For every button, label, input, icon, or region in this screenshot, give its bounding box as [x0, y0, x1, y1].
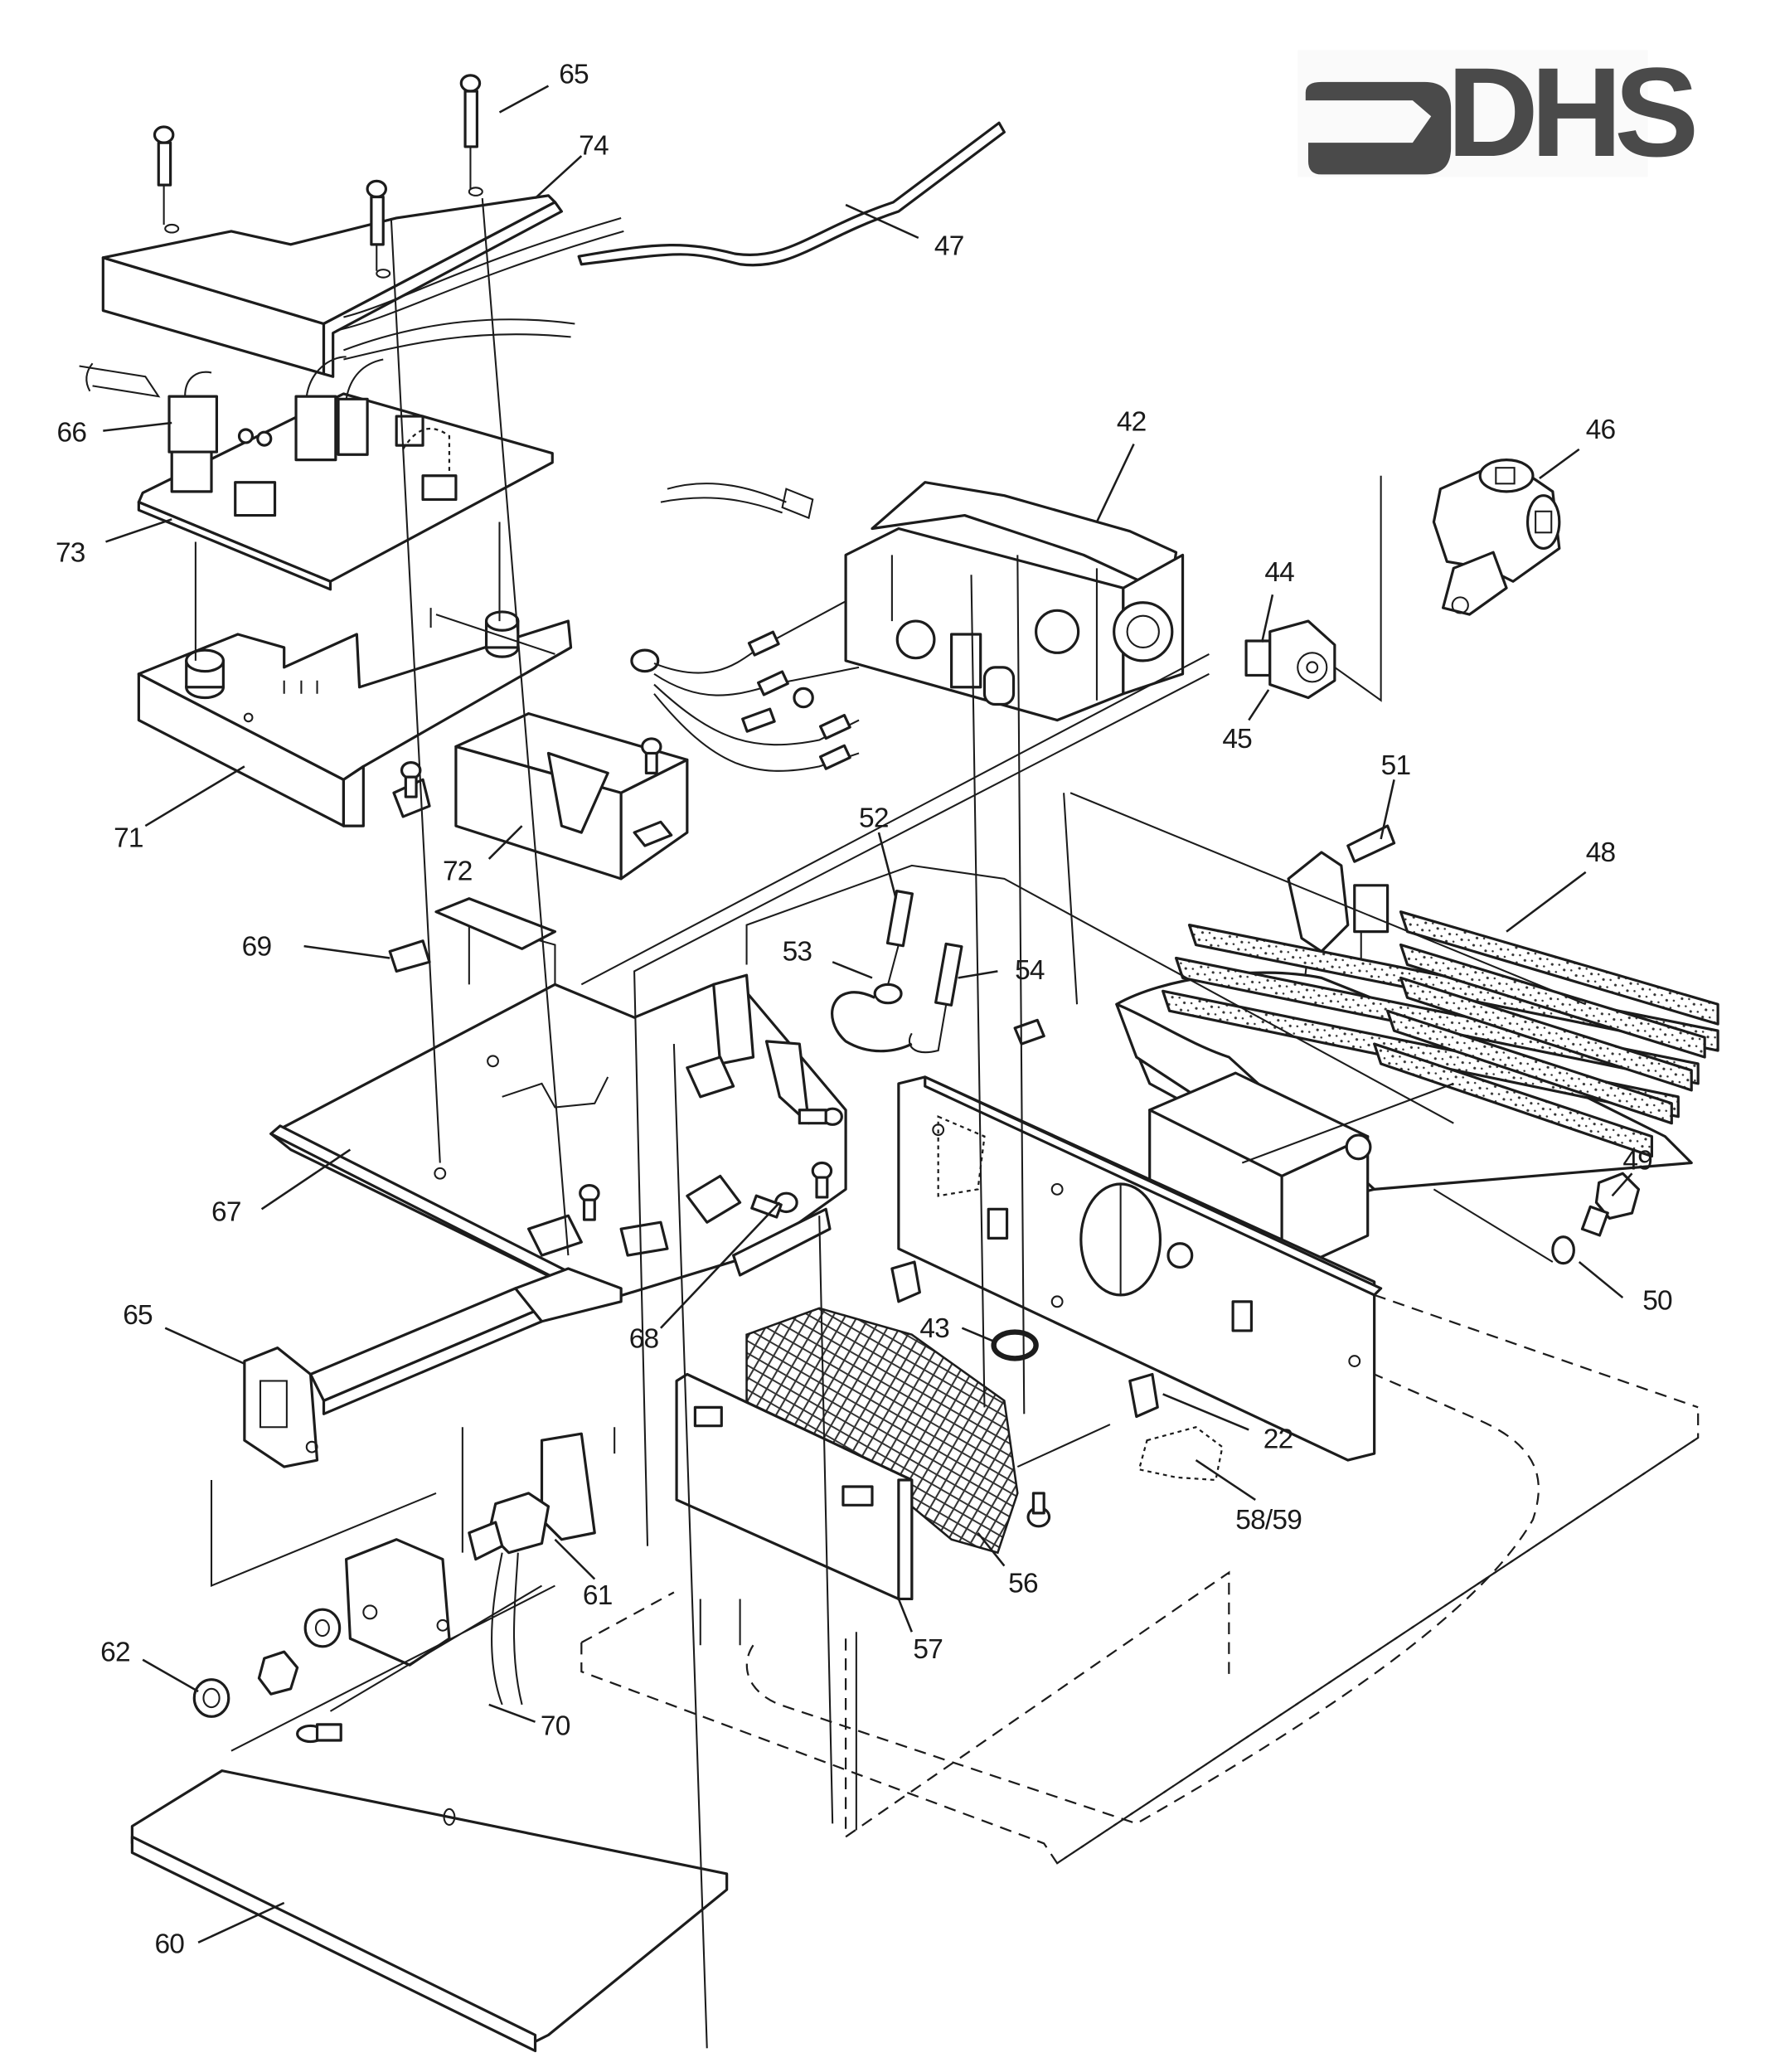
- logo-text: DHS: [1447, 41, 1695, 183]
- control-cover-72: [392, 712, 689, 881]
- label-48: 48: [1586, 837, 1616, 868]
- burner-assembly: [1115, 910, 1719, 1197]
- label-44: 44: [1264, 557, 1294, 588]
- switch-assembly: [345, 1432, 596, 1706]
- control-box-cover: [101, 187, 564, 378]
- valve-wiring-harness: [630, 600, 860, 772]
- screws-65-top: [153, 74, 482, 271]
- union-nut-44-45: [1244, 619, 1336, 700]
- label-51: 51: [1381, 750, 1411, 781]
- label-22: 22: [1263, 1424, 1293, 1455]
- pcb-assembly: [137, 356, 554, 591]
- label-60: 60: [154, 1929, 184, 1960]
- label-47: 47: [934, 231, 964, 262]
- dhs-logo: DHS: [1297, 41, 1703, 183]
- label-71: 71: [114, 823, 143, 854]
- label-65-bottom: 65: [123, 1300, 153, 1331]
- screws-67: [388, 939, 843, 1221]
- label-73: 73: [56, 537, 85, 568]
- screw-icon: [366, 179, 388, 246]
- logo-arrow-icon: [1305, 81, 1452, 175]
- burner-bars: [1162, 910, 1719, 1158]
- screw-bottom: [1016, 1424, 1111, 1528]
- bracket-65-lower: [243, 1267, 623, 1468]
- label-62: 62: [100, 1637, 130, 1667]
- chassis-plate-67: [269, 897, 847, 1303]
- knob-62-and-nut: [192, 1608, 342, 1744]
- assembly-guide-lines: [194, 197, 1587, 2049]
- o-ring-43: [991, 1329, 1039, 1361]
- capillary-tube: [79, 121, 1006, 398]
- label-49: 49: [1622, 1145, 1652, 1176]
- label-69: 69: [242, 931, 272, 962]
- leader-lines: [103, 85, 1633, 1943]
- screw-icon: [459, 74, 482, 148]
- screw-icon: [153, 125, 175, 187]
- front-plate-57: [675, 1372, 914, 1601]
- label-72: 72: [443, 856, 473, 886]
- label-42: 42: [1117, 407, 1147, 438]
- label-45: 45: [1222, 724, 1252, 755]
- label-65-top: 65: [559, 59, 589, 90]
- part-labels: 65 74 47 66 73 42 46 44 45 71 72 51 48 5…: [56, 59, 1673, 1960]
- control-box-base: [137, 608, 573, 827]
- label-50: 50: [1642, 1285, 1672, 1316]
- gas-valve: [660, 481, 1185, 722]
- label-43: 43: [919, 1313, 949, 1344]
- label-58-59: 58/59: [1235, 1505, 1302, 1536]
- label-61: 61: [583, 1580, 613, 1611]
- label-66: 66: [57, 417, 87, 448]
- label-74: 74: [579, 130, 609, 161]
- label-46: 46: [1586, 415, 1616, 445]
- label-52: 52: [859, 803, 889, 834]
- label-56: 56: [1008, 1568, 1038, 1599]
- screw-49-washer-50: [1551, 1172, 1641, 1265]
- label-53: 53: [783, 937, 812, 968]
- elbow-fitting-46: [1432, 459, 1561, 616]
- electrodes: [831, 890, 1045, 1054]
- bottom-panel-60: [130, 1769, 729, 2053]
- label-70: 70: [541, 1711, 570, 1742]
- screws-71-72: [400, 737, 673, 847]
- label-54: 54: [1015, 955, 1045, 986]
- label-67: 67: [211, 1197, 241, 1228]
- burner-front-plate: [890, 1075, 1383, 1462]
- appliance-outline-dashed: [580, 1293, 1700, 1865]
- label-68: 68: [629, 1324, 659, 1355]
- label-57: 57: [913, 1634, 943, 1665]
